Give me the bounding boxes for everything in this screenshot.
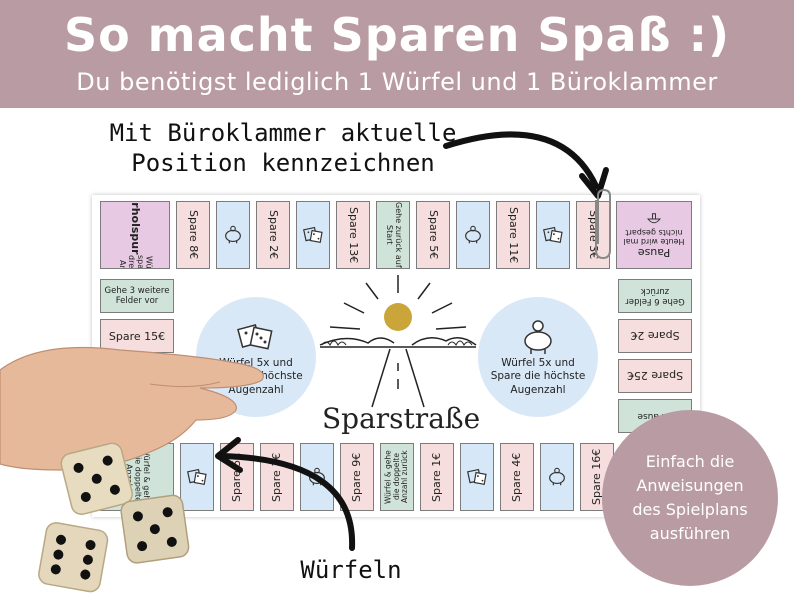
field-label: Spare 8€ (187, 210, 201, 260)
header-banner: So macht Sparen Spaß :) Du benötigst led… (0, 0, 794, 108)
dice-icon (187, 468, 207, 485)
arrow-to-clip (443, 131, 609, 199)
piggy-bank-icon (225, 225, 241, 244)
board-field: Spare 13€ (336, 201, 370, 269)
dice-icon (303, 226, 323, 243)
instruction-line: Anweisungen (636, 476, 744, 495)
board-field-move-forward: Gehe 3 weitere Felder vor (100, 279, 174, 313)
board-field (460, 443, 494, 511)
page-title: So macht Sparen Spaß :) (63, 8, 731, 62)
circle-text: Würfel 5x und Spare die höchste Augenzah… (490, 356, 586, 396)
board-field-overtaking: Überholspur Würfel & spare die dreifache… (100, 201, 170, 269)
field-label: Spare 13€ (347, 206, 361, 264)
right-piggy-circle: Würfel 5x und Spare die höchste Augenzah… (478, 297, 598, 417)
paperclip-annotation: Mit Büroklammer aktuelle Position kennze… (108, 118, 458, 178)
sunrise-illustration (319, 275, 477, 408)
annotation-line: Mit Büroklammer aktuelle (109, 119, 457, 147)
board-title: Sparstraße (322, 402, 481, 435)
field-label: Gehe zurück auf Start (385, 202, 403, 268)
piggy-bank-icon (524, 319, 552, 354)
instruction-line: des Spielplans (632, 500, 748, 519)
board-field (296, 201, 330, 269)
board-field (456, 201, 490, 269)
board-field-pause: Pause Heute wird mal nichts gespart (616, 201, 692, 269)
dice-icon (237, 323, 273, 350)
piggy-bank-icon (465, 225, 481, 244)
field-label: Spare 5€ (427, 210, 441, 260)
board-field: Spare 8€ (176, 201, 210, 269)
instruction-line: Einfach die (645, 452, 735, 471)
dice-icon (543, 226, 563, 243)
dice-annotation: Würfeln (300, 556, 402, 584)
board-field (216, 201, 250, 269)
board-field-back-to-start: Gehe zurück auf Start (376, 201, 410, 269)
board-field (180, 443, 214, 511)
game-board: Überholspur Würfel & spare die dreifache… (92, 195, 700, 517)
field-label: Spare 11€ (507, 206, 521, 264)
dice-photo (38, 442, 190, 593)
paperclip-icon (595, 188, 611, 260)
board-field: Spare 5€ (416, 201, 450, 269)
field-label: Gehe 3 weitere Felder vor (104, 286, 170, 306)
board-field: Spare 2€ (256, 201, 290, 269)
board-field: Spare 15€ (100, 319, 174, 353)
field-label: Spare 2€ (267, 210, 281, 260)
arrow-to-dice (215, 437, 356, 551)
dice-icon (467, 468, 487, 485)
field-label: Überholspur (129, 201, 143, 255)
instruction-line: ausführen (649, 524, 731, 543)
mushroom-icon (646, 213, 662, 224)
instruction-circle: Einfach die Anweisungen des Spielplans a… (602, 410, 778, 586)
board-field (536, 201, 570, 269)
board-field (540, 443, 574, 511)
annotation-line: Position kennzeichnen (131, 149, 435, 177)
field-label: Würfel & gehe die doppelte Anzahl (124, 448, 152, 506)
piggy-bank-icon (549, 467, 565, 486)
page-subtitle: Du benötigst lediglich 1 Würfel und 1 Bü… (76, 68, 718, 96)
field-sublabel: Würfel & spare die dreifache Anzahl (117, 255, 153, 268)
field-label: Spare 15€ (108, 329, 166, 343)
board-field: Spare 11€ (496, 201, 530, 269)
